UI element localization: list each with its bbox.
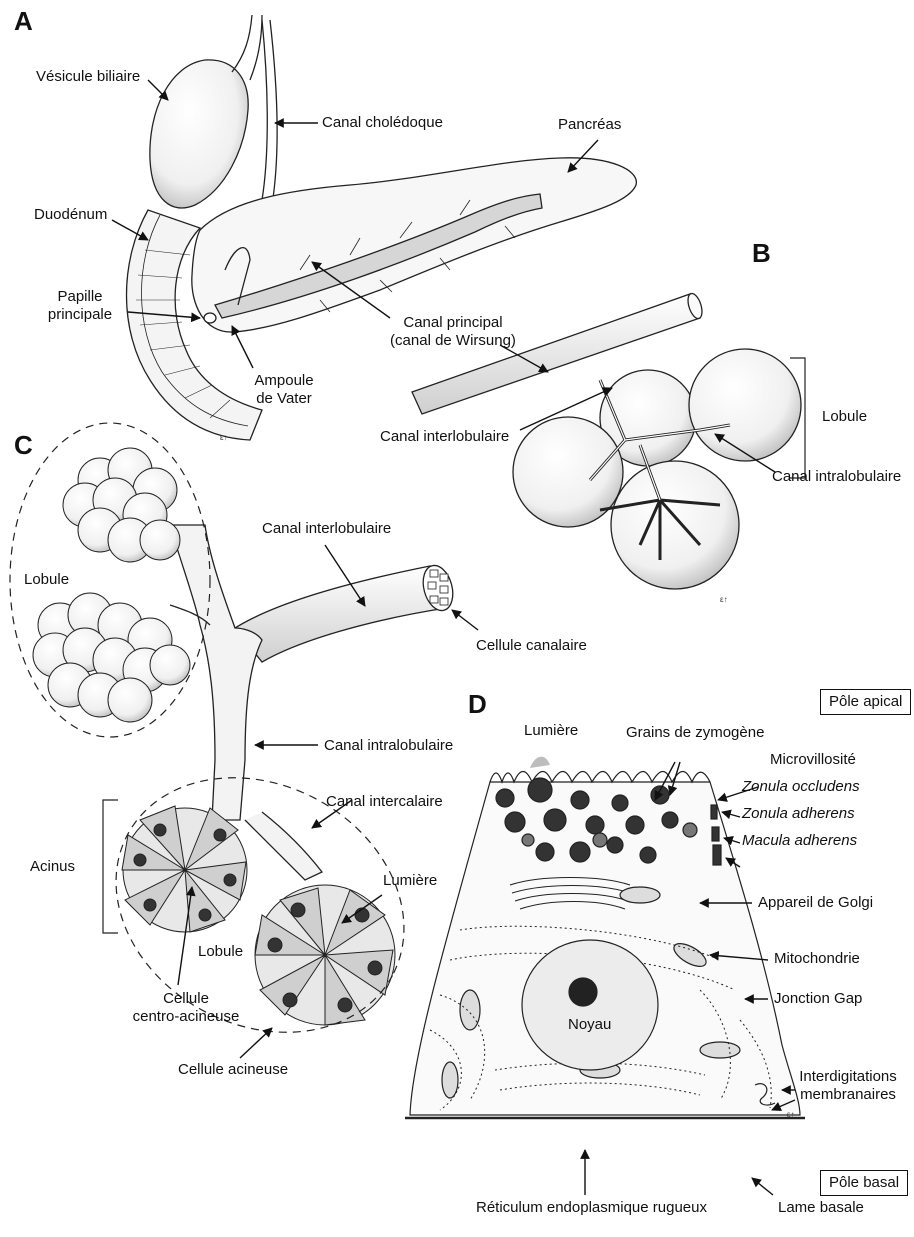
label-centro-line2: centro-acineuse <box>120 1008 252 1026</box>
label-d-grains-zymogene: Grains de zymogène <box>626 724 764 742</box>
label-interdig-line1: Interdigitations <box>792 1068 904 1086</box>
label-c-canal-intralobulaire: Canal intralobulaire <box>324 737 453 755</box>
label-d-microvillosite: Microvillosité <box>770 751 856 769</box>
label-d-macula-adherens: Macula adherens <box>742 832 857 850</box>
label-ampoule-line2: de Vater <box>244 390 324 408</box>
label-centro-line1: Cellule <box>120 990 252 1008</box>
label-d-noyau: Noyau <box>568 1016 611 1034</box>
label-d-appareil-golgi: Appareil de Golgi <box>758 894 873 912</box>
panel-d-letter: D <box>468 691 487 717</box>
label-d-interdigitations: Interdigitations membranaires <box>792 1068 904 1104</box>
label-ampoule-vater: Ampoule de Vater <box>244 372 324 408</box>
label-c-cellule-acineuse: Cellule acineuse <box>178 1061 288 1079</box>
panel-b-letter: B <box>752 240 771 266</box>
label-d-lame-basale: Lame basale <box>778 1199 864 1217</box>
panel-a-drawing: ε↑ <box>127 15 637 442</box>
label-c-lumiere: Lumière <box>383 872 437 890</box>
label-c-cellule-canalaire: Cellule canalaire <box>476 637 587 655</box>
label-duodenum: Duodénum <box>34 206 107 224</box>
label-d-jonction-gap: Jonction Gap <box>774 990 862 1008</box>
label-c-lobule-bottom: Lobule <box>198 943 243 961</box>
label-d-lumiere: Lumière <box>524 722 578 740</box>
label-ampoule-line1: Ampoule <box>244 372 324 390</box>
b-acinus-4 <box>611 461 739 589</box>
label-c-lobule-top: Lobule <box>24 571 69 589</box>
label-d-zonula-occludens: Zonula occludens <box>742 778 860 796</box>
label-c-canal-intercalaire: Canal intercalaire <box>326 793 443 811</box>
label-papille-line1: Papille <box>38 288 122 306</box>
label-c-cellule-centro-acineuse: Cellule centro-acineuse <box>120 990 252 1026</box>
label-vesicule-biliaire: Vésicule biliaire <box>36 68 140 86</box>
label-d-pole-basal: Pôle basal <box>820 1170 908 1196</box>
label-b-lobule: Lobule <box>822 408 867 426</box>
label-d-zonula-adherens: Zonula adherens <box>742 805 855 823</box>
svg-text:ε↑: ε↑ <box>720 595 728 604</box>
label-interdig-line2: membranaires <box>792 1086 904 1104</box>
label-papille-line2: principale <box>38 306 122 324</box>
label-canal-choledoque: Canal cholédoque <box>322 114 443 132</box>
c-acinus-left <box>122 806 247 932</box>
label-b-canal-intralobulaire: Canal intralobulaire <box>772 468 901 486</box>
b-acinus-2 <box>689 349 801 461</box>
panel-a-letter: A <box>14 8 33 34</box>
label-b-canal-interlobulaire: Canal interlobulaire <box>380 428 509 446</box>
label-canal-wirsung: Canal principal (canal de Wirsung) <box>380 314 526 350</box>
label-d-reticulum: Réticulum endoplasmique rugueux <box>476 1199 707 1217</box>
label-pancreas: Pancréas <box>558 116 621 134</box>
label-wirsung-line1: Canal principal <box>380 314 526 332</box>
label-d-pole-apical: Pôle apical <box>820 689 911 715</box>
label-wirsung-line2: (canal de Wirsung) <box>380 332 526 350</box>
label-c-acinus: Acinus <box>30 858 75 876</box>
c-interlobular-duct <box>235 566 446 662</box>
svg-text:ε↑: ε↑ <box>787 1110 795 1119</box>
label-d-mitochondrie: Mitochondrie <box>774 950 860 968</box>
label-papille-principale: Papille principale <box>38 288 122 324</box>
gallbladder-shape <box>150 60 248 208</box>
panel-c-letter: C <box>14 432 33 458</box>
svg-text:ε↑: ε↑ <box>220 433 228 442</box>
label-c-canal-interlobulaire: Canal interlobulaire <box>262 520 391 538</box>
c-acinus-right <box>255 885 395 1025</box>
b-acinus-3 <box>513 417 623 527</box>
nucleus <box>522 940 658 1070</box>
